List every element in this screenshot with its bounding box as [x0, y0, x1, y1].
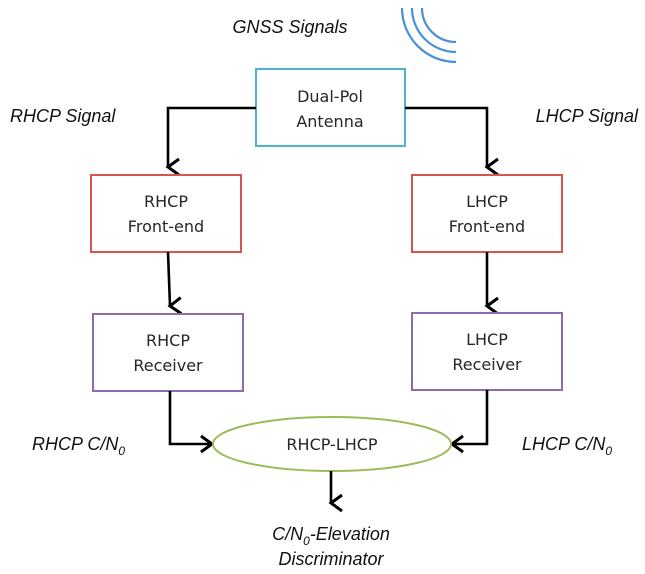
rhcp-frontend-line2: Front-end	[128, 217, 204, 236]
antenna-to-lhcp-frontend-arrow	[405, 106, 499, 177]
output-label-line2: Discriminator	[278, 549, 384, 569]
lhcp-cn0-label: LHCP C/N0	[522, 434, 612, 458]
rhcp-frontend-line1: RHCP	[144, 192, 188, 211]
lhcp-receiver-line1: LHCP	[466, 330, 508, 349]
lhcp-frontend-line2: Front-end	[449, 217, 525, 236]
antenna-to-rhcp-frontend-arrow	[165, 106, 256, 177]
output-suffix: -Elevation	[310, 524, 390, 544]
rhcp-receiver-line2: Receiver	[133, 356, 203, 375]
rhcp-frontend-box: RHCP Front-end	[90, 174, 242, 253]
lhcp-frontend-line1: LHCP	[466, 192, 508, 211]
discriminator-node: RHCP-LHCP	[212, 416, 452, 472]
rhcp-cn0-subscript: 0	[118, 444, 125, 458]
rhcp-receiver-to-discriminator-arrow	[168, 391, 215, 454]
antenna-line2: Antenna	[296, 112, 363, 131]
output-subscript: 0	[303, 534, 310, 548]
output-prefix: C/N	[272, 524, 304, 544]
lhcp-receiver-box: LHCP Receiver	[411, 312, 563, 391]
lhcp-receiver-line2: Receiver	[452, 355, 522, 374]
discriminator-node-label: RHCP-LHCP	[286, 435, 378, 454]
signal-waves-icon	[400, 7, 457, 64]
lhcp-signal-label: LHCP Signal	[536, 106, 639, 126]
rhcp-receiver-line1: RHCP	[146, 331, 190, 350]
lhcp-cn0-subscript: 0	[605, 444, 612, 458]
rhcp-receiver-box: RHCP Receiver	[92, 313, 244, 392]
rhcp-signal-label: RHCP Signal	[10, 106, 116, 126]
antenna-line1: Dual-Pol	[297, 87, 363, 106]
lhcp-frontend-box: LHCP Front-end	[411, 174, 563, 253]
output-label-line1: C/N0-Elevation	[272, 524, 390, 548]
rhcp-cn0-prefix: RHCP C/N	[32, 434, 119, 454]
diagram-title: GNSS Signals	[232, 17, 347, 37]
lhcp-cn0-prefix: LHCP C/N	[522, 434, 606, 454]
antenna-box: Dual-Pol Antenna	[255, 68, 406, 147]
lhcp-receiver-to-discriminator-arrow	[449, 390, 489, 454]
rhcp-frontend-to-receiver-arrow	[166, 251, 183, 315]
rhcp-cn0-label: RHCP C/N0	[32, 434, 125, 458]
